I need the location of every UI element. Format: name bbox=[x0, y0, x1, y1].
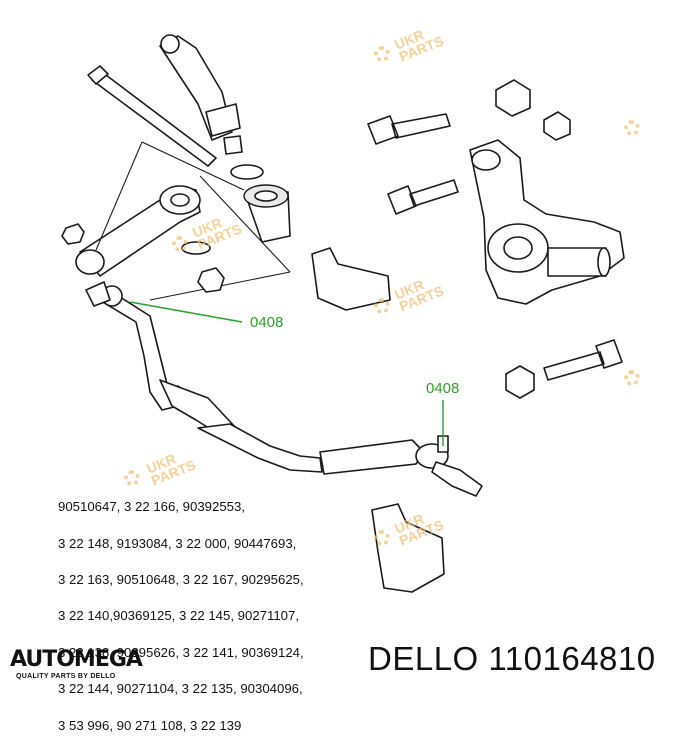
tie-rod bbox=[85, 281, 425, 475]
hex-nut-2 bbox=[505, 365, 535, 399]
oem-number-list: 90510647, 3 22 166, 90392553, 3 22 148, … bbox=[58, 480, 368, 753]
oem-line: 3 22 144, 90271104, 3 22 135, 90304096, bbox=[58, 681, 303, 697]
oem-line: 3 22 138, 90295626, 3 22 141, 90369124, bbox=[58, 644, 304, 660]
callout-leader-1 bbox=[129, 301, 243, 323]
washer bbox=[230, 164, 264, 180]
watermark-gear-icon bbox=[624, 120, 640, 136]
oem-line: 3 22 148, 9193084, 3 22 000, 90447693, bbox=[58, 535, 297, 551]
knuckle-bolt-1 bbox=[367, 113, 451, 145]
watermark-gear-icon bbox=[374, 46, 390, 62]
automega-logo: AUTOMEGA QUALITY PARTS BY DELLO bbox=[10, 647, 143, 680]
pitman-arm bbox=[159, 34, 243, 155]
knuckle-bolt-2 bbox=[387, 179, 459, 215]
castle-nut bbox=[495, 79, 531, 117]
watermark-gear-icon bbox=[374, 530, 390, 546]
watermark-gear-icon bbox=[624, 370, 640, 386]
steering-linkage-diagram bbox=[61, 34, 625, 593]
callout-label: 0408 bbox=[426, 380, 460, 397]
bracket-upper bbox=[311, 247, 391, 311]
watermark-gear-icon bbox=[374, 298, 390, 314]
tie-rod-end bbox=[415, 435, 483, 497]
hex-nut-1 bbox=[543, 111, 571, 141]
oem-line: 3 22 140,90369125, 3 22 145, 90271107, bbox=[58, 608, 300, 624]
bracket-lower bbox=[371, 503, 445, 593]
steering-knuckle bbox=[469, 139, 625, 305]
small-nut-2 bbox=[197, 267, 225, 293]
bushing bbox=[243, 184, 291, 243]
brand-name: DELLO bbox=[368, 640, 479, 677]
idler-arm bbox=[75, 185, 201, 277]
small-nut-1 bbox=[61, 223, 85, 245]
part-number: 110164810 bbox=[488, 640, 656, 677]
long-bolt bbox=[543, 339, 623, 381]
watermark-gear-icon bbox=[172, 236, 188, 252]
guide-lines bbox=[95, 141, 291, 301]
oem-line: 3 53 996, 90 271 108, 3 22 139 bbox=[58, 717, 242, 733]
callout-label: 0408 bbox=[250, 314, 284, 331]
oem-line: 90510647, 3 22 166, 90392553, bbox=[58, 499, 246, 515]
brand-part-number: DELLO 110164810 bbox=[368, 640, 656, 678]
idler-bolt bbox=[87, 65, 217, 167]
oem-line: 3 22 163, 90510648, 3 22 167, 90295625, bbox=[58, 572, 304, 588]
watermark-gear-icon bbox=[124, 470, 140, 486]
